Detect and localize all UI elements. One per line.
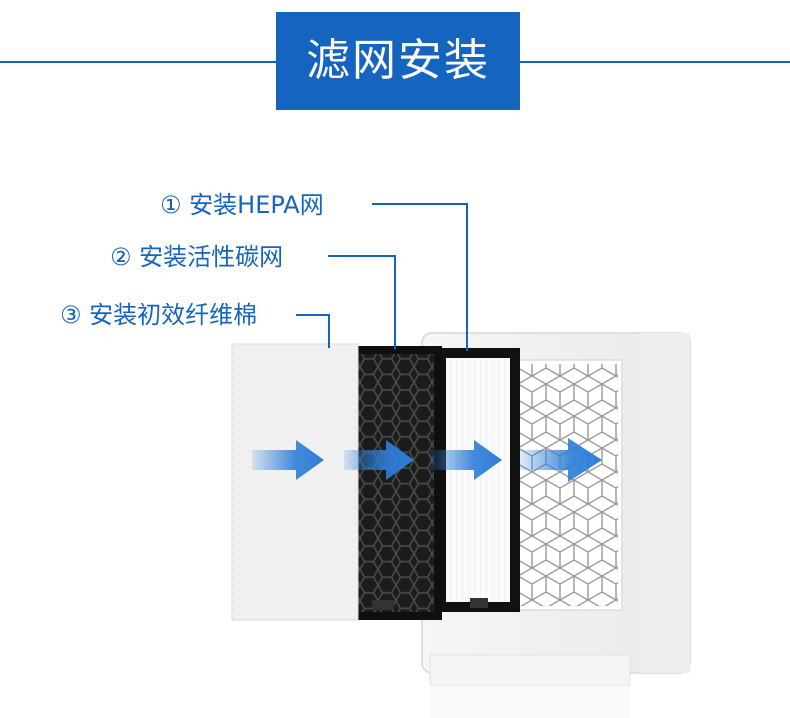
leader-hepa-v bbox=[466, 203, 468, 351]
purifier-body bbox=[421, 332, 691, 718]
airflow-arrow-icon bbox=[344, 440, 414, 480]
leader-cotton-v bbox=[328, 314, 330, 348]
step-label-cotton: ③ 安装初效纤维棉 bbox=[60, 301, 258, 329]
airflow-arrow-icon bbox=[520, 438, 602, 482]
hepa-filter bbox=[436, 348, 520, 612]
title-rule-right bbox=[520, 61, 790, 63]
page-title: 滤网安装 bbox=[276, 12, 520, 110]
step-label-carbon: ② 安装活性碳网 bbox=[110, 243, 284, 271]
leader-carbon-v bbox=[394, 255, 396, 349]
airflow-arrow-icon bbox=[252, 440, 324, 480]
leader-carbon-h bbox=[328, 255, 396, 257]
airflow-arrow-icon bbox=[430, 440, 502, 480]
leader-hepa-h bbox=[372, 203, 468, 205]
carbon-filter bbox=[346, 346, 442, 620]
leader-cotton-h bbox=[296, 314, 330, 316]
step-label-hepa: ① 安装HEPA网 bbox=[160, 191, 324, 219]
title-rule-left bbox=[0, 61, 276, 63]
pre-filter-cotton bbox=[231, 343, 359, 621]
